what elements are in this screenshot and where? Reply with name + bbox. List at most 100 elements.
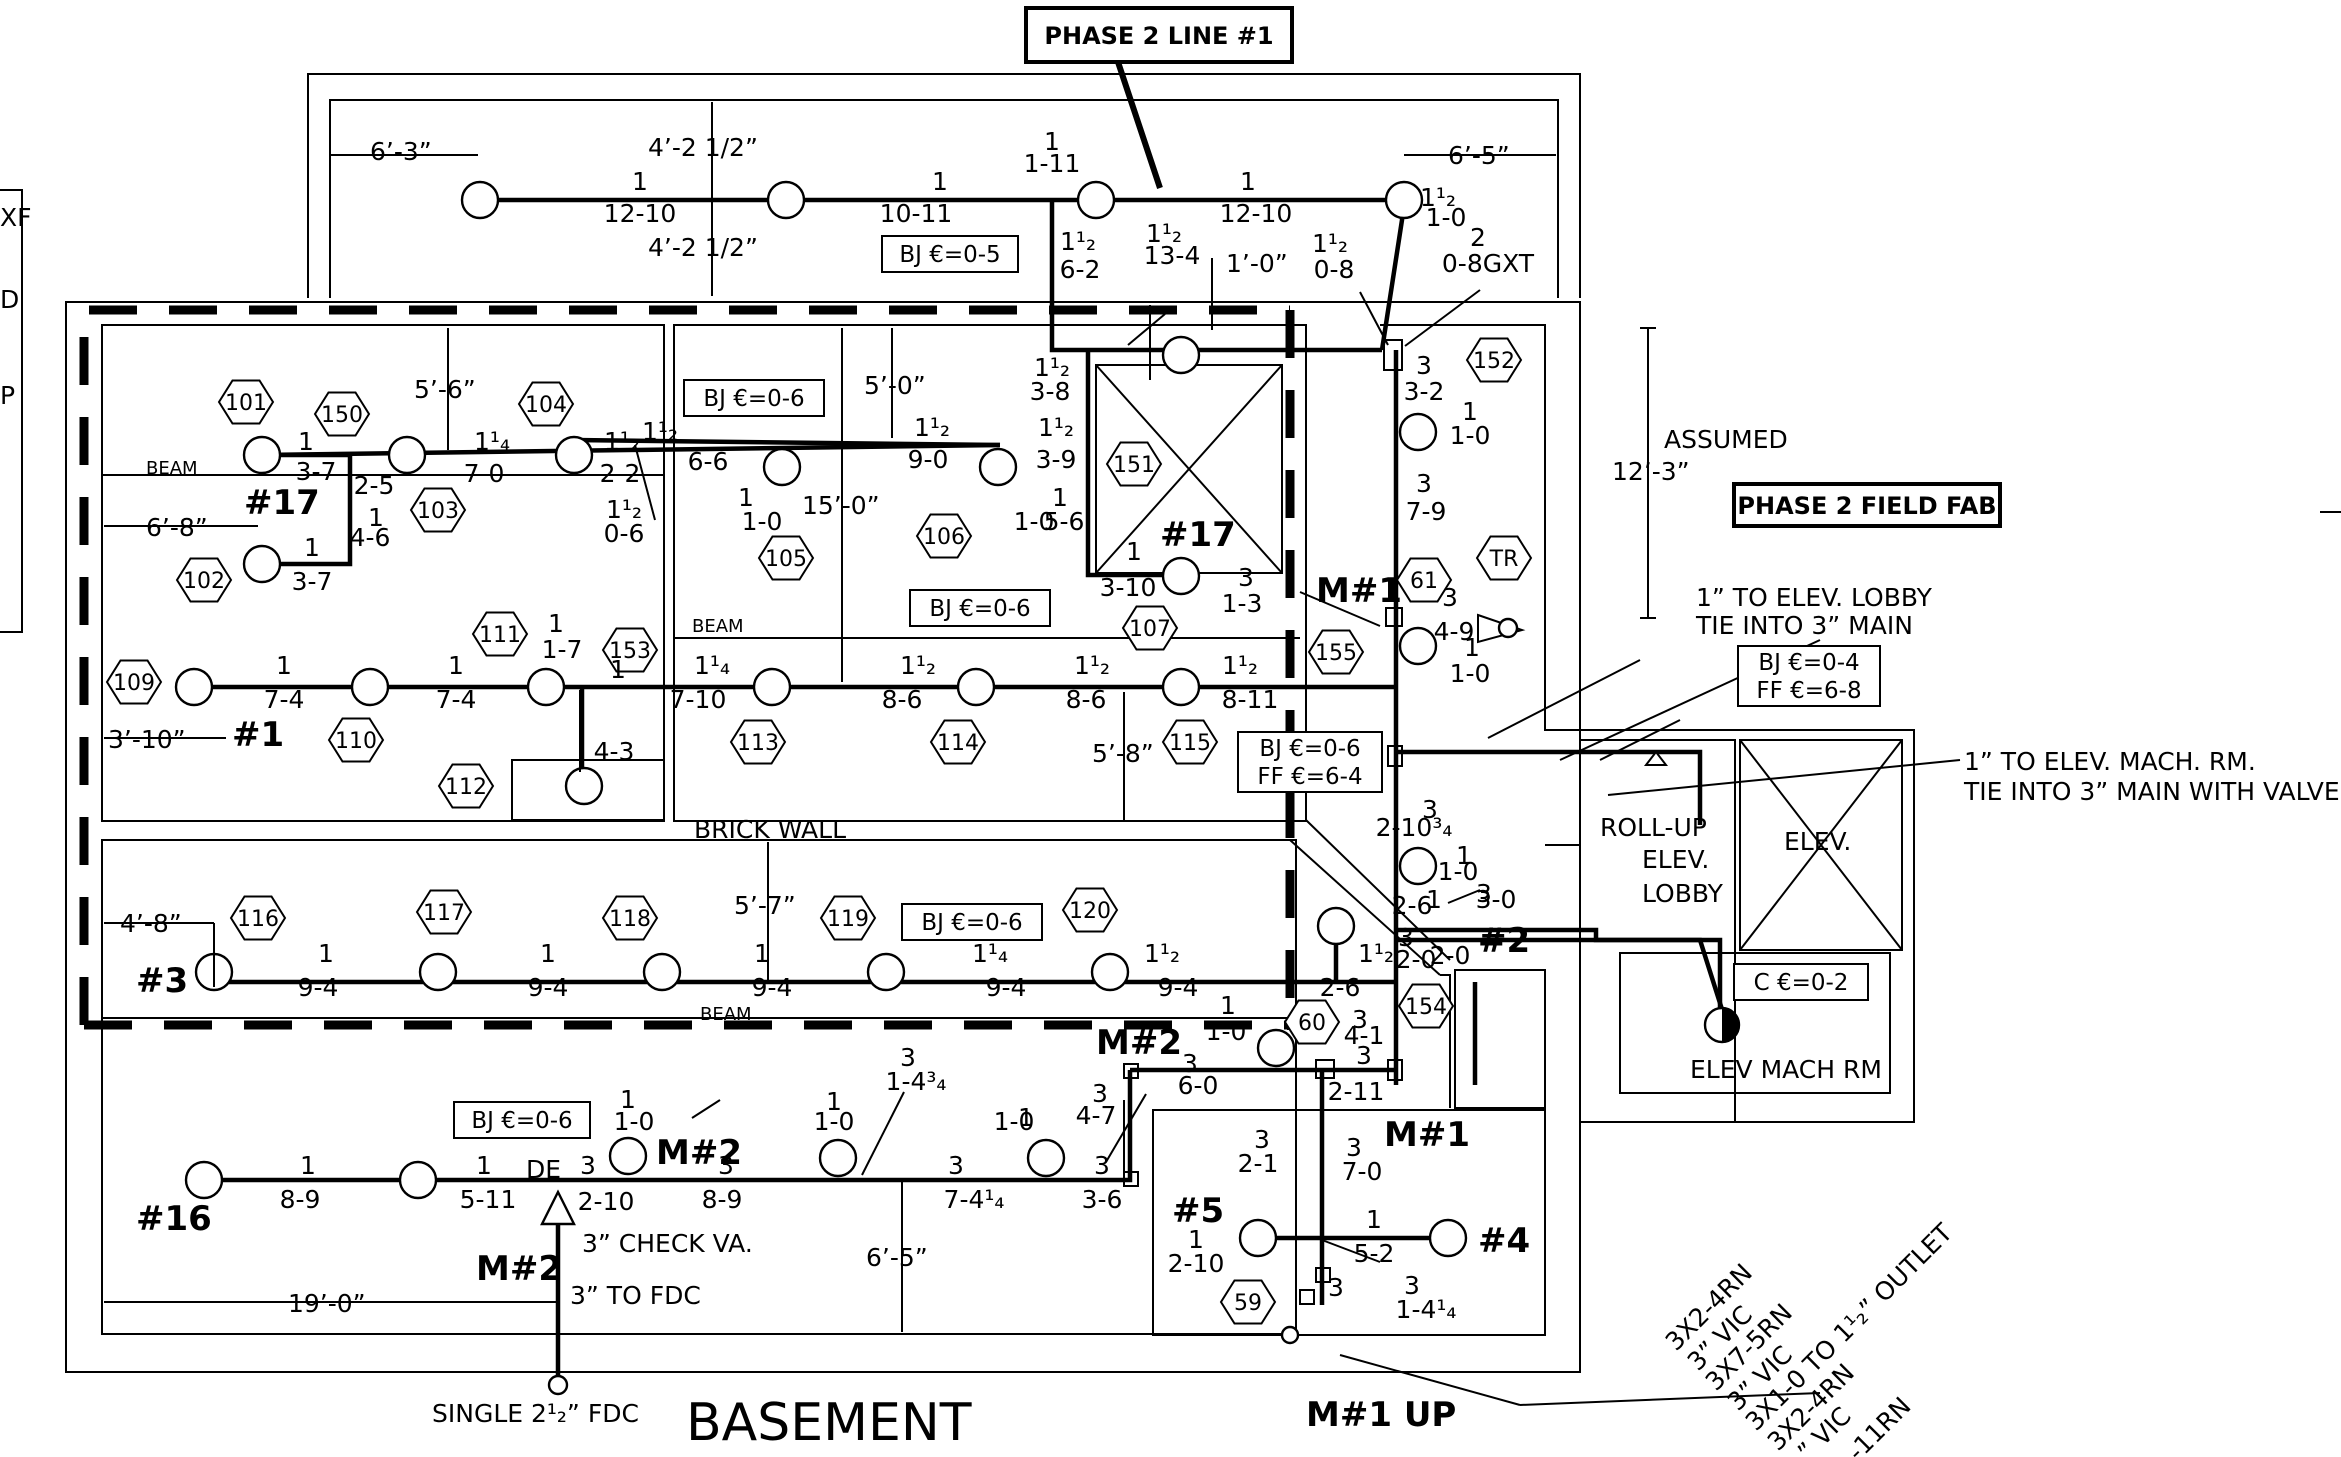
pipe-size-label: 1 (1462, 397, 1478, 426)
hexagon-shape (819, 895, 877, 941)
hexagon-shape (601, 627, 659, 673)
room-tag-hexagon: 60 (1283, 999, 1341, 1045)
pipe-size-label: 1¹₂ (1146, 219, 1182, 248)
line-tags: #17 #17 #1 #3 #16 #2 #4 #5 M#1 M#1 M#2 M… (136, 483, 1530, 1289)
room-tag-label: 105 (765, 547, 807, 572)
line-tag: #16 (136, 1199, 212, 1239)
room-tag-label: 116 (237, 907, 279, 932)
hexagon-shape (1307, 629, 1365, 675)
sprinkler-heads (174, 180, 1741, 1396)
room-tag-label: 119 (827, 907, 869, 932)
pipe-size-label: 7-0 (464, 459, 505, 488)
pipe-size-label: 1¹₄ (474, 427, 510, 456)
hexagon-shape (409, 487, 467, 533)
pipe-size-label: 1 (932, 167, 948, 196)
pipe-size-label: 1 (540, 939, 556, 968)
pipe-size-label: 1 (620, 1085, 636, 1114)
room-tag-label: 101 (225, 391, 267, 416)
pipe-size-label: 1 (548, 609, 564, 638)
legend-xf: XF (0, 203, 32, 232)
hexagon-shape (517, 381, 575, 427)
pipe-size-label: 3 (1416, 469, 1432, 498)
room-tag-hexagon: 120 (1061, 887, 1119, 933)
room-tag-hexagon: 110 (327, 717, 385, 763)
note-lobby-2: TIE INTO 3” MAIN (1695, 611, 1913, 640)
hexagon-shape (175, 557, 233, 603)
pipe-size-label: 7-0 (1342, 1157, 1383, 1186)
pipe-size-label: 3 (1254, 1125, 1270, 1154)
room-tag-label: 114 (937, 731, 979, 756)
line-tag: #3 (136, 961, 188, 1001)
room-tag-label: 59 (1234, 1291, 1262, 1316)
pipe-size-label: 7-10 (670, 685, 727, 714)
legend-p: P (0, 381, 15, 410)
line-tag: M#1 (1316, 571, 1402, 611)
pipe-size-label: 1 (1456, 841, 1472, 870)
pipe-size-label: 1¹₄ (694, 651, 730, 680)
pipe-size-label: 1 (1018, 1103, 1034, 1132)
pipe-size-label: 8-9 (280, 1185, 321, 1214)
pipe-size-label: 2-11 (1328, 1077, 1385, 1106)
line-tag: M#2 (476, 1249, 562, 1289)
room-tag-hexagon: 117 (415, 889, 473, 935)
pipe-size-label: 3-10 (1100, 573, 1157, 602)
pipe-size-label: 1 (1220, 991, 1236, 1020)
pipe-size-label: 4-9 (1434, 617, 1475, 646)
pipe-size-label: 9-4 (298, 973, 339, 1002)
pipe-size-label: 4-3 (594, 737, 635, 766)
dim: 5’-0” (864, 371, 926, 400)
pipe-size-label: 9-0 (908, 445, 949, 474)
hexagon-shape (437, 763, 495, 809)
room-tag-hexagon: 153 (601, 627, 659, 673)
line-tag: #1 (232, 715, 284, 755)
pipe-size-label: 3 (580, 1151, 596, 1180)
pipe-size-label: 3-7 (296, 457, 337, 486)
hexagon-shape (601, 895, 659, 941)
pipe-size-label: 7-4 (436, 685, 477, 714)
pipe-size-label: 3 (900, 1043, 916, 1072)
line-tag: #2 (1478, 921, 1530, 961)
note-beam-2: BEAM (692, 616, 744, 637)
hexagon-shape (229, 895, 287, 941)
room-tag-label: 155 (1315, 641, 1357, 666)
hexagon-shape (1061, 887, 1119, 933)
note-elev-lobby-1: ELEV. (1642, 845, 1709, 874)
pipe-size-label: 3 (1416, 351, 1432, 380)
box-note: FF €=6-4 (1257, 764, 1362, 790)
pipe-size-label: 1-0 (1450, 659, 1491, 688)
pipe-size-label: 2-1 (1238, 1149, 1279, 1178)
note-assumed: ASSUMED (1664, 425, 1788, 454)
pipe-size-label: 3-0 (1476, 885, 1517, 914)
room-tag-hexagon: 150 (313, 391, 371, 437)
pipe-size-label: 1¹₂ (1074, 651, 1110, 680)
room-tag-label: 152 (1473, 349, 1515, 374)
phase2-line-text: PHASE 2 LINE #1 (1044, 22, 1273, 50)
legend-d: D (0, 285, 19, 314)
note-beam-1: BEAM (146, 458, 198, 479)
room-tag-label: 115 (1169, 731, 1211, 756)
room-tag-label: 60 (1298, 1011, 1326, 1036)
room-tag-hexagon: 59 (1219, 1279, 1277, 1325)
line-tag: #5 (1172, 1191, 1224, 1231)
box-note: C €=0-2 (1754, 970, 1849, 996)
pipe-size-label: 1 (300, 1151, 316, 1180)
pipe-size-label: 3 (948, 1151, 964, 1180)
pipe-size-label: 1¹₂ (1358, 939, 1394, 968)
room-tag-label: 118 (609, 907, 651, 932)
room-tag-label: 151 (1113, 453, 1155, 478)
pipe-size-label: 5-2 (1354, 1239, 1395, 1268)
room-tag-label: 150 (321, 403, 363, 428)
pipe-size-label: 2-10³₄ (1376, 813, 1453, 842)
pipe-labels: 112-10110-1111-11112-101¹₂1-020-8GXT1¹₂6… (264, 127, 1535, 1324)
pipe-size-label: 3 (1182, 1049, 1198, 1078)
pipe-size-label: 10-11 (880, 199, 953, 228)
dim: 4’-2 1/2” (648, 233, 758, 262)
pipe-size-label: 1¹₂ (914, 413, 950, 442)
pipe-size-label: 1¹₂ (1060, 227, 1096, 256)
pipe-size-label: 6-2 (1060, 255, 1101, 284)
pipe-size-label: 13-4 (1144, 241, 1201, 270)
pipe-size-label: 9-4 (986, 973, 1027, 1002)
boxed-notes: BJ €=0-5 BJ €=0-6 BJ €=0-6 BJ €=0-4 FF €… (453, 235, 1881, 1139)
hexagon-shape (1161, 719, 1219, 765)
pipe-size-label: 1 (1052, 483, 1068, 512)
